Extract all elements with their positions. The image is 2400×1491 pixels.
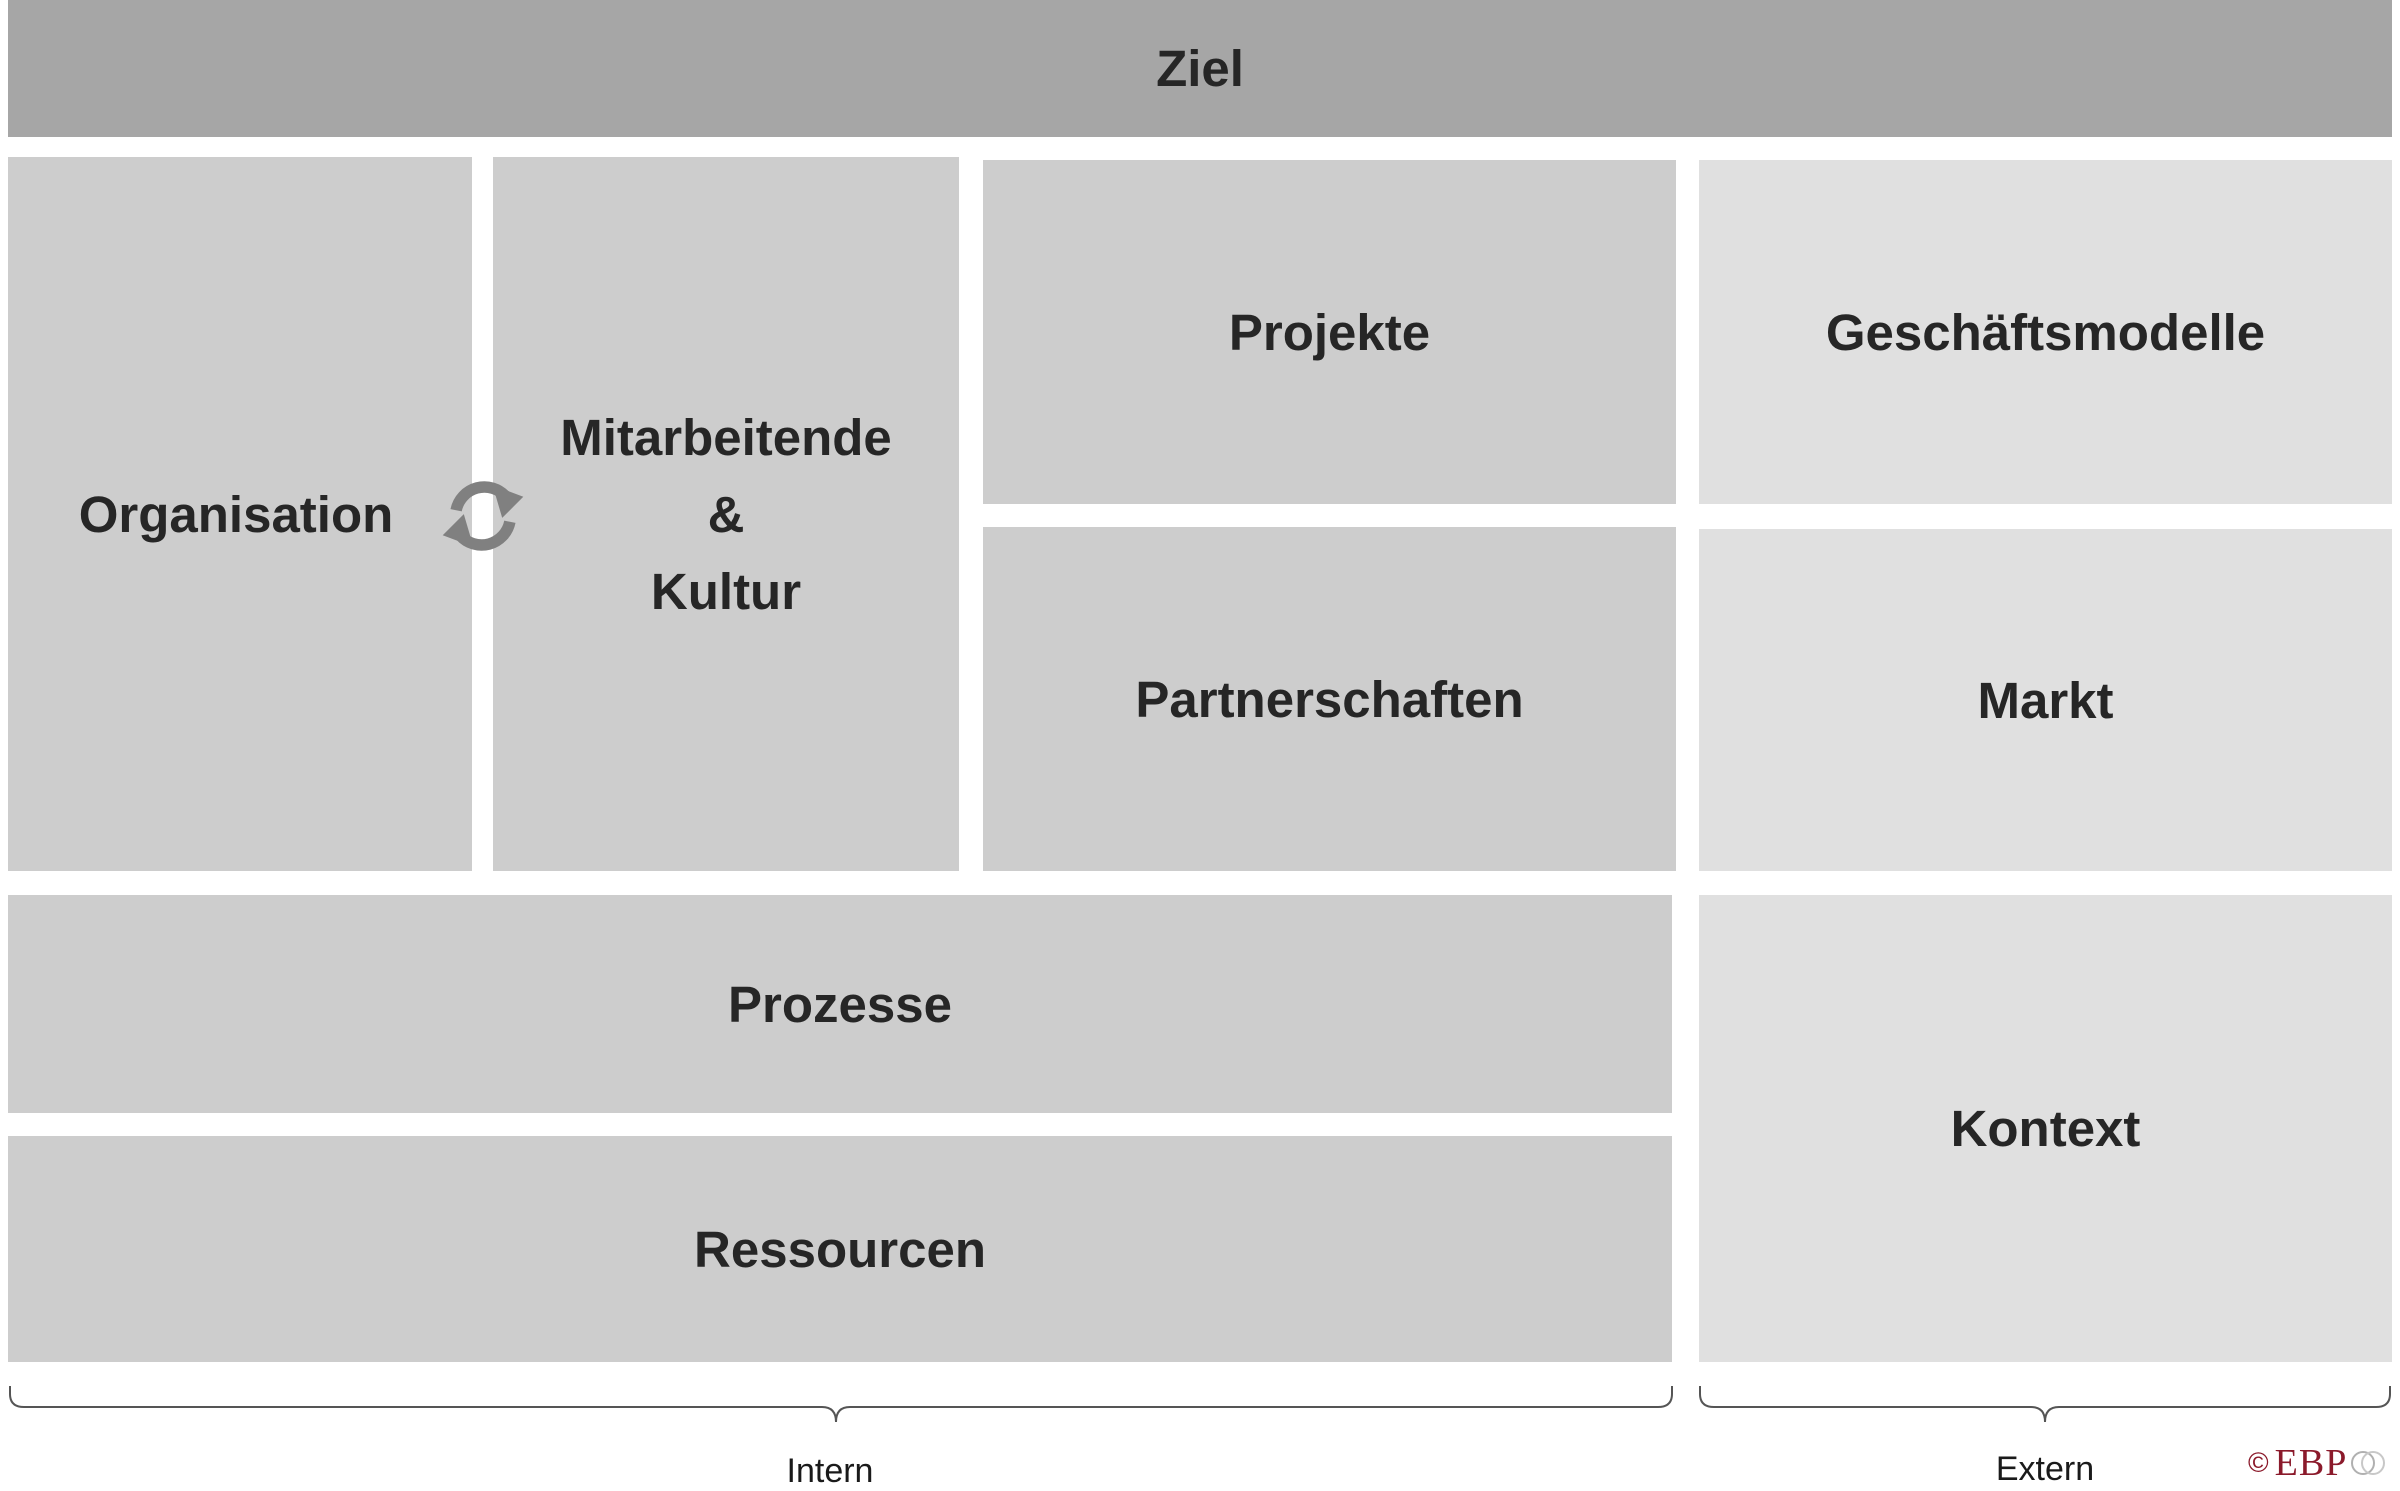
markt-box: Markt <box>1699 529 2392 871</box>
prozesse-label: Prozesse <box>728 975 952 1033</box>
geschaeftsmodelle-box: Geschäftsmodelle <box>1699 160 2392 504</box>
extern-label: Extern <box>1995 1450 2095 1488</box>
prozesse-box: Prozesse <box>8 895 1672 1113</box>
ziel-box: Ziel <box>8 0 2392 137</box>
intern-brace <box>9 1386 1673 1423</box>
ebp-logo-rings-icon <box>2351 1451 2386 1475</box>
intern-label: Intern <box>786 1452 874 1490</box>
extern-brace <box>1699 1386 2391 1423</box>
ziel-label: Ziel <box>1156 40 1244 97</box>
ampersand-label: & <box>707 485 745 543</box>
mitarbeitende-kultur-box: Mitarbeitende & Kultur <box>493 157 959 871</box>
kontext-label: Kontext <box>1950 1100 2141 1157</box>
mitarbeitende-label: Mitarbeitende <box>560 408 892 466</box>
partnerschaften-label: Partnerschaften <box>1135 670 1524 728</box>
projekte-box: Projekte <box>983 160 1676 504</box>
refresh-arrows-icon <box>442 481 524 551</box>
copyright-mark: © EBP <box>2248 1442 2389 1484</box>
ressourcen-box: Ressourcen <box>8 1136 1672 1362</box>
ebp-logo: EBP <box>2274 1442 2348 1484</box>
organisation-box: Organisation <box>8 157 472 871</box>
geschaeftsmodelle-label: Geschäftsmodelle <box>1825 303 2266 361</box>
organisation-label: Organisation <box>78 485 394 543</box>
copyright-symbol: © <box>2248 1447 2269 1478</box>
kontext-box: Kontext <box>1699 895 2392 1362</box>
mitarbeitende-kultur-label: Mitarbeitende & Kultur <box>560 399 892 630</box>
markt-label: Markt <box>1977 671 2114 729</box>
kultur-label: Kultur <box>650 562 802 620</box>
partnerschaften-box: Partnerschaften <box>983 527 1676 871</box>
ressourcen-label: Ressourcen <box>694 1220 986 1278</box>
projekte-label: Projekte <box>1228 303 1431 361</box>
